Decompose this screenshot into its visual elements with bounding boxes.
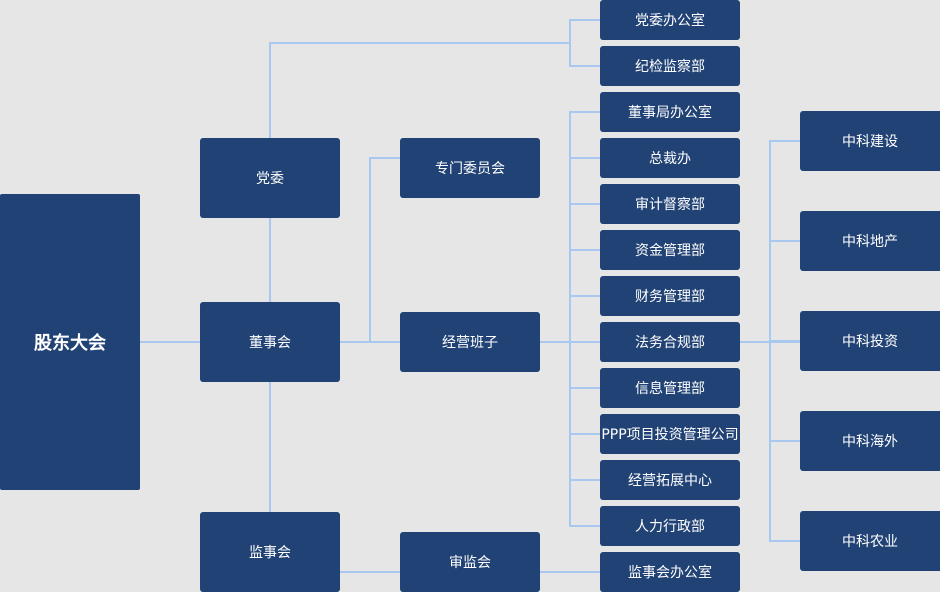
node-management-dept[interactable]: 法务合规部 (600, 322, 740, 362)
connector-root-board (140, 341, 200, 343)
node-management-dept[interactable]: 经营拓展中心 (600, 460, 740, 500)
connector-subsidiary (769, 440, 800, 442)
connector-mgmt-dept (569, 203, 600, 205)
node-party-committee[interactable]: 党委 (200, 138, 340, 218)
node-shareholders-meeting[interactable]: 股东大会 (0, 194, 140, 490)
node-subsidiary[interactable]: 中科海外 (800, 411, 940, 471)
node-management-dept[interactable]: 信息管理部 (600, 368, 740, 408)
connector-subsidiary (769, 340, 800, 342)
connector-party-depts-spine (569, 19, 571, 67)
node-management-team[interactable]: 经营班子 (400, 312, 540, 372)
node-management-dept[interactable]: 财务管理部 (600, 276, 740, 316)
connector-mgmt-depts-spine (569, 111, 571, 526)
node-board[interactable]: 董事会 (200, 302, 340, 382)
connector-mgmt-dept (569, 525, 600, 527)
connector-mgmt-dept (569, 111, 600, 113)
connector-mgmt-dept (569, 249, 600, 251)
connector-mgmt-dept (569, 157, 600, 159)
node-management-dept[interactable]: 资金管理部 (600, 230, 740, 270)
node-management-dept[interactable]: 审计督察部 (600, 184, 740, 224)
node-party-dept[interactable]: 党委办公室 (600, 0, 740, 40)
connector-party-board (269, 218, 271, 302)
node-management-dept[interactable]: PPP项目投资管理公司 (600, 414, 740, 454)
connector-board-right (340, 341, 400, 343)
connector-mgmt-dept (569, 387, 600, 389)
connector-party-dept-1 (569, 19, 600, 21)
connector-party-dept-2 (569, 65, 600, 67)
node-supervisory-office[interactable]: 监事会办公室 (600, 552, 740, 592)
node-party-dept[interactable]: 纪检监察部 (600, 46, 740, 86)
connector-subsidiary (769, 140, 800, 142)
node-subsidiary[interactable]: 中科地产 (800, 211, 940, 271)
node-management-dept[interactable]: 总裁办 (600, 138, 740, 178)
connector-committee-spine (369, 157, 371, 342)
node-subsidiary[interactable]: 中科农业 (800, 511, 940, 571)
node-special-committee[interactable]: 专门委员会 (400, 138, 540, 198)
connector-mgmt-dept (569, 295, 600, 297)
connector-subsidiary (769, 540, 800, 542)
connector-board-supervisory (269, 382, 271, 512)
node-management-dept[interactable]: 人力行政部 (600, 506, 740, 546)
connector-party-up (269, 42, 271, 138)
connector-mgmt-dept (569, 433, 600, 435)
node-subsidiary[interactable]: 中科投资 (800, 311, 940, 371)
node-audit-committee[interactable]: 审监会 (400, 532, 540, 592)
connector-committee (369, 157, 400, 159)
node-management-dept[interactable]: 董事局办公室 (600, 92, 740, 132)
connector-subsidiary (769, 240, 800, 242)
connector-audit-office (540, 571, 600, 573)
node-supervisory-board[interactable]: 监事会 (200, 512, 340, 592)
node-subsidiary[interactable]: 中科建设 (800, 111, 940, 171)
connector-mgmt-dept (569, 341, 600, 343)
connector-supervisory-audit (340, 571, 400, 573)
connector-party-top (269, 42, 571, 44)
connector-mgmt-dept (569, 479, 600, 481)
